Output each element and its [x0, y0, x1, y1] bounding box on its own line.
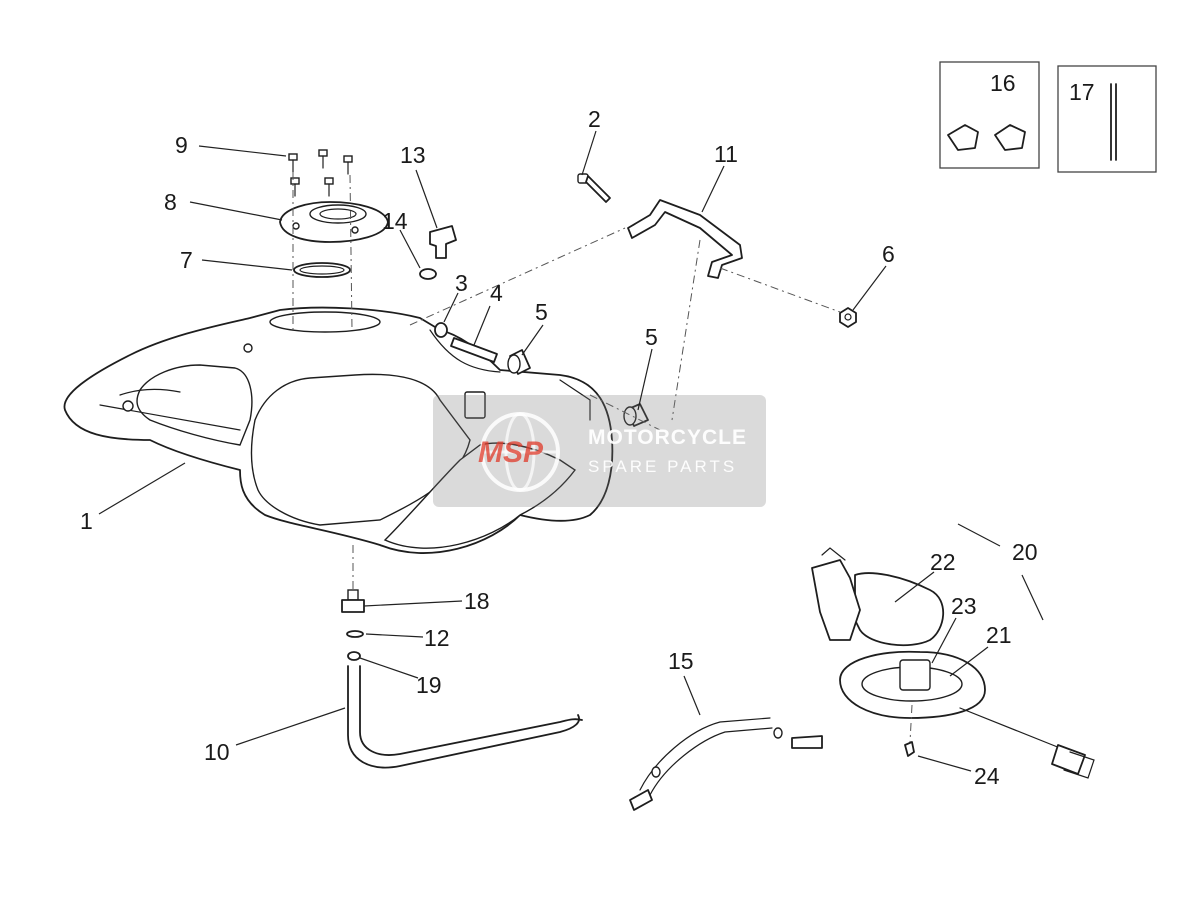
washer-14 [419, 268, 437, 280]
fuel-pump-assembly [811, 547, 1095, 779]
callout-labels: 1 2 3 4 5 5 6 7 8 9 10 11 12 13 14 15 16… [80, 70, 1095, 789]
callout-1: 1 [80, 508, 93, 534]
callout-7: 7 [180, 247, 193, 273]
leader-lines [98, 130, 1044, 772]
watermark-line2: SPARE PARTS [588, 457, 737, 476]
drain-hose [347, 665, 583, 769]
callout-24: 24 [974, 763, 1000, 789]
filler-flange [279, 201, 389, 243]
callout-17: 17 [1069, 79, 1095, 105]
callout-2: 2 [588, 106, 601, 132]
callout-6: 6 [882, 241, 895, 267]
bush-5-right [623, 403, 649, 427]
kit-box-16 [939, 61, 1040, 169]
fuel-tank [63, 306, 614, 554]
fuel-hose-assembly [629, 717, 823, 811]
callout-9: 9 [175, 132, 188, 158]
filler-gasket [293, 262, 351, 278]
callout-4: 4 [490, 280, 503, 306]
callout-11: 11 [714, 141, 738, 167]
callout-5a: 5 [535, 299, 548, 325]
washer-3 [434, 322, 448, 338]
drain-fitting [341, 589, 365, 613]
bush-5-left [507, 349, 531, 375]
callout-19: 19 [416, 672, 442, 698]
callout-8: 8 [164, 189, 177, 215]
pin-4 [450, 337, 498, 363]
flange-screws [288, 149, 353, 197]
callout-14: 14 [382, 208, 408, 234]
callout-22: 22 [930, 549, 956, 575]
callout-13: 13 [400, 142, 426, 168]
callout-20: 20 [1012, 539, 1038, 565]
callout-12: 12 [424, 625, 450, 651]
callout-21: 21 [986, 622, 1012, 648]
tank-bracket [627, 199, 743, 279]
breather-bolt [429, 225, 457, 259]
callout-16: 16 [990, 70, 1016, 96]
watermark: MSP MOTORCYCLE SPARE PARTS [433, 395, 766, 507]
callout-3: 3 [455, 270, 468, 296]
callout-15: 15 [668, 648, 694, 674]
callout-5b: 5 [645, 324, 658, 350]
callout-23: 23 [951, 593, 977, 619]
clip-19 [347, 651, 361, 661]
watermark-line1: MOTORCYCLE [588, 426, 747, 449]
callout-18: 18 [464, 588, 490, 614]
watermark-logo: MSP [478, 436, 544, 469]
callout-10: 10 [204, 739, 230, 765]
long-bolt [577, 173, 611, 203]
assembly-guide-lines [292, 172, 913, 743]
kit-box-17 [1057, 65, 1157, 173]
o-ring-12 [346, 630, 364, 638]
nut-6 [839, 307, 857, 328]
